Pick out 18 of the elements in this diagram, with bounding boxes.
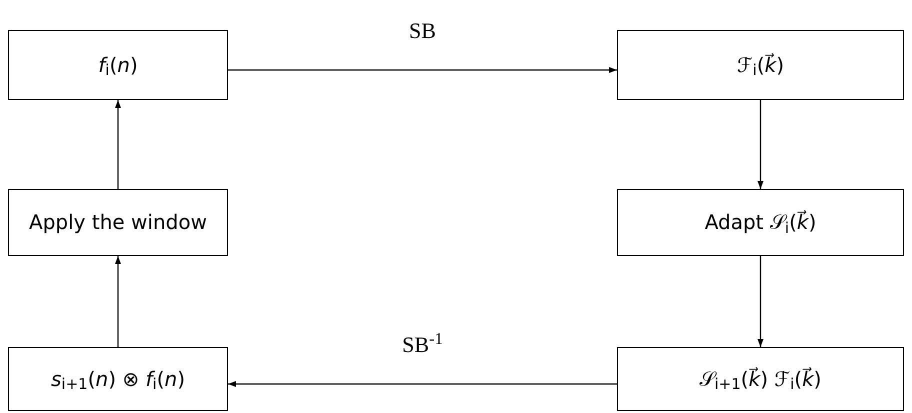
- box-label: ℱ$_{i}$(k⃗): [736, 52, 784, 78]
- arrow: [115, 256, 121, 347]
- process-box: [617, 189, 904, 256]
- arrow: [758, 100, 764, 189]
- process-box: [8, 347, 228, 411]
- process-box: [8, 30, 228, 100]
- process-box: [617, 347, 904, 411]
- arrow: [115, 100, 121, 189]
- box-label: Apply the window: [29, 210, 207, 235]
- box-label: Adapt 𝒮$_{i}$(k⃗): [704, 210, 816, 235]
- arrow: [228, 381, 617, 387]
- arrow: [758, 256, 764, 347]
- process-box: [617, 30, 904, 100]
- box-label: s$_{i+1}$(n) ⊗ f$_{i}$(n): [50, 366, 185, 392]
- process-box: [8, 189, 228, 256]
- arrow: [228, 67, 617, 73]
- box-label: f$_{i}$(n): [98, 52, 138, 78]
- box-label: 𝒮$_{i+1}$(k⃗) ℱ$_{i}$(k⃗): [700, 366, 822, 392]
